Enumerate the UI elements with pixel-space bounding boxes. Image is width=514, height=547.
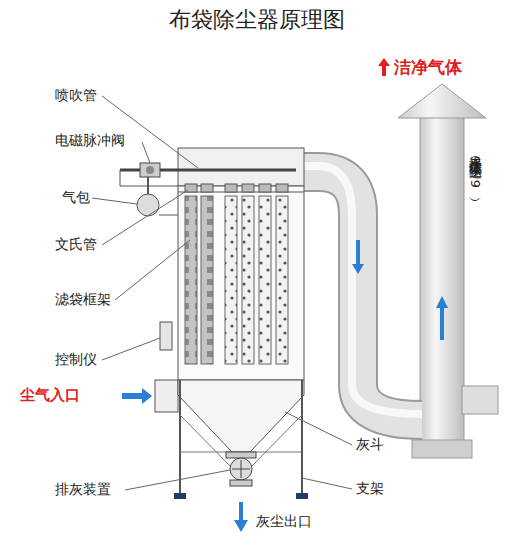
- diagram-title: 布袋除尘器原理图: [0, 8, 514, 32]
- part-label: 支架: [356, 481, 384, 496]
- pulse-valve: [140, 163, 160, 177]
- leader-line: [102, 338, 160, 360]
- filter-bag-frame: [185, 196, 197, 364]
- leader-lines: [92, 96, 352, 490]
- flange: [230, 480, 252, 486]
- venturi: [225, 184, 237, 192]
- dust-out-arrow: [234, 502, 248, 532]
- air-bag: [137, 194, 159, 216]
- leader-line: [125, 470, 230, 490]
- air-pipe: [147, 177, 149, 194]
- part-label: 排灰装置: [55, 482, 111, 497]
- hopper: [178, 380, 304, 452]
- leader-line: [285, 412, 352, 445]
- part-label: 喷吹管: [55, 88, 97, 103]
- support-leg: [179, 380, 181, 495]
- part-label: 滤袋框架: [55, 292, 111, 307]
- flow-arrow: [436, 296, 448, 340]
- fan-box: [462, 386, 498, 414]
- venturi: [276, 184, 288, 192]
- venturi: [201, 184, 213, 192]
- chimney-pipe: [420, 116, 464, 446]
- flow-arrow: [352, 240, 364, 274]
- chimney-base: [412, 440, 472, 458]
- venturi: [242, 184, 254, 192]
- lower-section: [155, 380, 308, 499]
- support-line: [159, 215, 178, 216]
- leader-line: [115, 240, 190, 300]
- leader-line: [302, 478, 352, 489]
- duct-highlight: [300, 166, 422, 414]
- brace: [180, 415, 232, 468]
- flange: [226, 452, 256, 458]
- foot: [296, 493, 308, 499]
- inlet-arrow: [122, 388, 152, 404]
- clean-air-arrow: [378, 58, 390, 76]
- outlet-label: 洁净气体: [394, 58, 462, 77]
- filter-bag: [242, 196, 254, 364]
- part-label: 灰尘出口: [256, 514, 312, 529]
- rotary-blade: [241, 460, 242, 478]
- leader-line: [102, 96, 198, 168]
- leader-line: [92, 198, 137, 204]
- filter-bag: [259, 196, 271, 364]
- rotary-valve: [230, 458, 252, 480]
- support-line: [120, 170, 121, 186]
- part-label: 电磁脉冲阀: [55, 133, 125, 148]
- part-label: 灰斗: [356, 437, 384, 452]
- filter-bag: [225, 196, 237, 364]
- filter-chamber: [178, 186, 304, 380]
- controller: [160, 322, 172, 350]
- leader-line: [102, 190, 188, 245]
- duct-body: [300, 172, 422, 420]
- inlet: [155, 380, 178, 412]
- venturi: [259, 184, 271, 192]
- filter-bag: [276, 196, 288, 364]
- duct-outline: [300, 172, 422, 420]
- chimney-arrow-head: [398, 84, 486, 118]
- part-label: 控制仪: [55, 352, 97, 367]
- valve-core: [146, 166, 154, 174]
- pulse-system: [120, 163, 178, 216]
- foot: [174, 493, 186, 499]
- brace: [250, 415, 302, 468]
- part-label: 气包: [62, 190, 90, 205]
- chimney-note: 干净气体（除尘达99.9）: [468, 148, 482, 190]
- inlet-label: 尘气入口: [20, 387, 80, 404]
- outlet-duct: [296, 158, 422, 420]
- leader-line: [142, 142, 150, 163]
- part-label: 文氏管: [55, 237, 97, 252]
- filter-bag-frame: [201, 196, 213, 364]
- collector-housing: [120, 148, 304, 380]
